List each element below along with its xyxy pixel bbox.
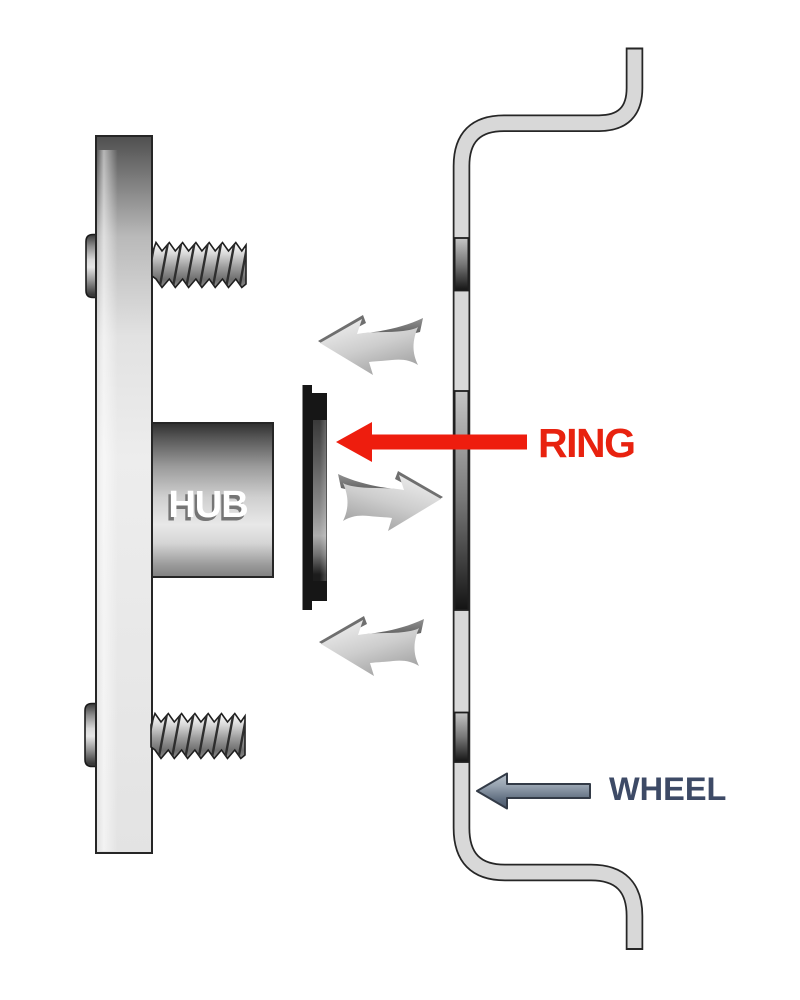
ring-label: RING [538, 420, 635, 466]
wheel-bolt-hole-top [453, 237, 470, 292]
stud-threads-top [146, 241, 248, 289]
hub-label-shadow: HUB [166, 488, 245, 530]
curved-arrow-bottom-icon [319, 616, 424, 676]
wheel-sheet [454, 49, 642, 948]
ring-pointer-arrow-icon [336, 422, 527, 462]
wheel-bolt-hole-bottom [453, 711, 470, 763]
centering-ring [302, 385, 327, 610]
ring-flange [302, 385, 312, 610]
wheel-label: WHEEL [609, 771, 726, 807]
wheel-callout: WHEEL [476, 771, 726, 810]
hub-plate-sheen [97, 150, 151, 851]
stud-threads-bottom [145, 712, 247, 760]
ring-bore-sheen [313, 420, 327, 581]
hub-cylinder [151, 422, 274, 578]
ring-callout: RING [336, 420, 636, 466]
hub-assembly: HUB HUB [84, 135, 274, 854]
curved-arrow-top-icon [318, 315, 423, 375]
curved-arrow-middle-icon [338, 471, 443, 531]
wheel-outline [452, 47, 644, 950]
hub-label: HUB [168, 484, 247, 526]
wheel-pointer-arrow-icon [476, 772, 591, 810]
wheel-profile [452, 47, 644, 950]
wheel-center-bore [453, 390, 470, 611]
